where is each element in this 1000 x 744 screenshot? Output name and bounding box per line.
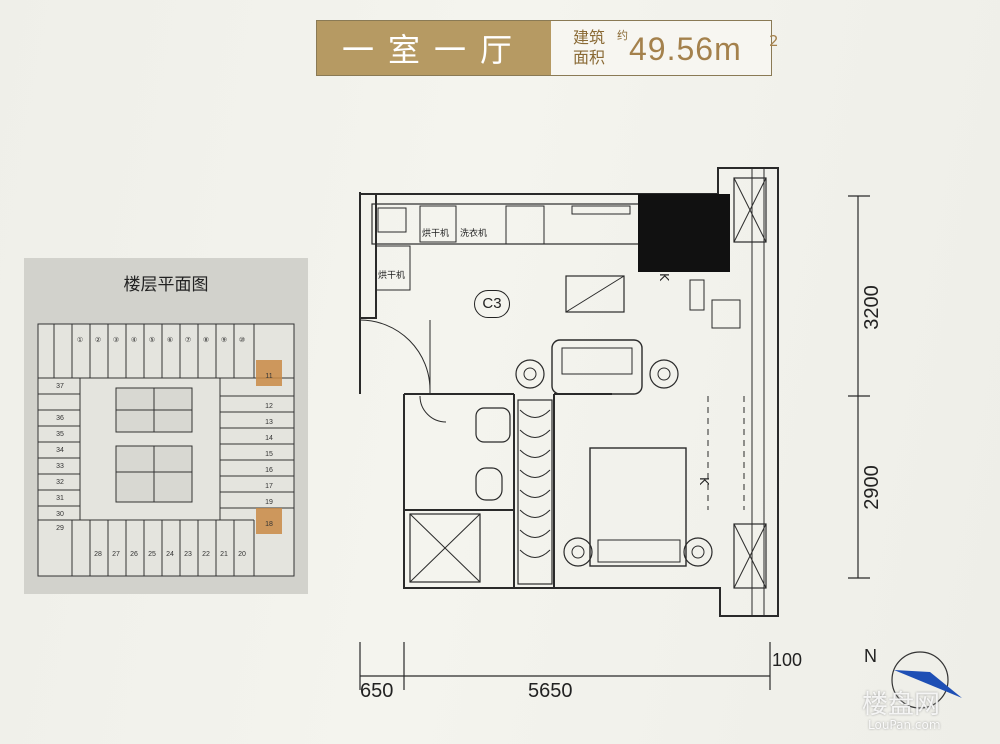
svg-text:29: 29 [56, 525, 64, 532]
svg-text:⑤: ⑤ [149, 336, 155, 344]
svg-text:20: 20 [238, 551, 246, 558]
svg-text:14: 14 [265, 435, 273, 442]
svg-text:36: 36 [56, 415, 64, 422]
svg-text:⑥: ⑥ [167, 336, 173, 344]
svg-text:28: 28 [94, 551, 102, 558]
highlighted-unit-18 [256, 508, 282, 534]
bottom-row-units [38, 519, 255, 576]
svg-text:④: ④ [131, 336, 137, 344]
svg-text:26: 26 [130, 551, 138, 558]
dimension-left: 650 [360, 680, 394, 702]
watermark-url: LouPan.com [868, 718, 941, 732]
area-superscript: 2 [769, 32, 779, 50]
dimension-edge: 100 [772, 650, 803, 670]
wardrobe [517, 399, 553, 585]
shower [409, 513, 481, 583]
floor-plan-key: 楼层平面图 [24, 258, 308, 594]
svg-text:③: ③ [113, 336, 119, 344]
svg-text:21: 21 [220, 551, 228, 558]
svg-text:32: 32 [56, 479, 64, 486]
svg-text:16: 16 [265, 467, 273, 474]
area-approx: 约 [617, 29, 628, 42]
watermark-text: 楼盘网 [862, 690, 941, 720]
svg-text:31: 31 [56, 495, 64, 502]
svg-text:25: 25 [148, 551, 156, 558]
svg-text:35: 35 [56, 431, 64, 438]
table [565, 275, 625, 313]
bed [589, 447, 687, 567]
fridge [638, 194, 730, 272]
svg-text:17: 17 [265, 483, 273, 490]
top-row-units [38, 324, 255, 379]
svg-text:22: 22 [202, 551, 210, 558]
fridge-marker: K [656, 273, 671, 281]
dimension-bottom: 2900 [860, 465, 883, 510]
svg-text:24: 24 [166, 551, 174, 558]
title-box: 一室一厅 建筑 面积 约 49.56m 2 [316, 20, 779, 76]
floor-plan-key-drawing: ① ② ③ ④ ⑤ ⑥ ⑦ ⑧ ⑨ ⑩ 11 12 13 14 15 16 17 18 19 20 21 2… [37, 323, 295, 577]
washer-label: 洗衣机 [460, 229, 488, 239]
area-label: 建筑 面积 [573, 28, 605, 68]
svg-text:15: 15 [265, 451, 273, 458]
washer-dryer-label: 烘干机 [422, 229, 450, 239]
svg-text:37: 37 [56, 383, 64, 390]
north-label: N [864, 646, 877, 666]
svg-text:13: 13 [265, 419, 273, 426]
unit-code: C3 [474, 290, 510, 318]
area-label-line2: 面积 [573, 48, 606, 67]
north-arrow [891, 651, 962, 709]
area-value: 49.56m [629, 31, 742, 67]
svg-text:⑧: ⑧ [203, 336, 209, 344]
dryer-label: 烘干机 [378, 271, 406, 281]
toilet [475, 467, 503, 501]
unit-type-title: 一室一厅 [317, 21, 551, 75]
svg-text:18: 18 [265, 521, 273, 528]
dimension-main: 5650 [528, 680, 573, 702]
svg-text:②: ② [95, 336, 101, 344]
sofa [551, 339, 643, 395]
svg-text:19: 19 [265, 499, 273, 506]
svg-text:①: ① [77, 336, 83, 344]
area-label-line1: 建筑 [573, 28, 606, 47]
left-column-units [38, 378, 81, 520]
interior-walls [404, 393, 612, 588]
floor-plan-key-title: 楼层平面图 [123, 275, 209, 295]
svg-text:11: 11 [265, 373, 272, 380]
svg-text:30: 30 [56, 511, 64, 518]
svg-text:⑦: ⑦ [185, 336, 191, 344]
highlighted-unit-11 [256, 360, 282, 386]
svg-text:23: 23 [184, 551, 192, 558]
svg-text:⑩: ⑩ [239, 336, 245, 344]
svg-text:34: 34 [56, 447, 64, 454]
dimension-top: 3200 [860, 285, 883, 330]
washbasin [475, 407, 511, 443]
north-arrow-icon [894, 670, 962, 698]
svg-text:33: 33 [56, 463, 64, 470]
svg-text:12: 12 [265, 403, 273, 410]
svg-text:27: 27 [112, 551, 120, 558]
dimension-lines [359, 195, 870, 690]
tv-marker: K [696, 477, 711, 485]
svg-text:⑨: ⑨ [221, 336, 227, 344]
